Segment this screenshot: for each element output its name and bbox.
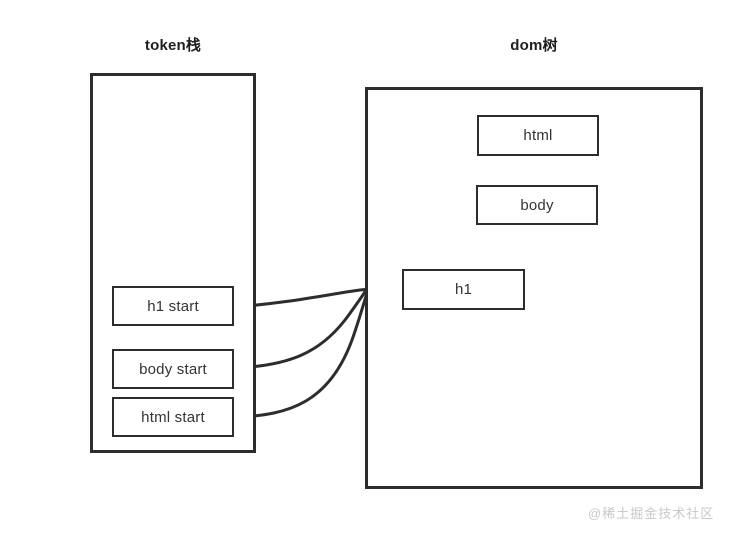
dom-node-h1[interactable]: h1 — [402, 269, 525, 310]
token-item-html-start[interactable]: html start — [112, 397, 234, 437]
token-stack-title: token栈 — [144, 37, 202, 54]
token-item-h1-start[interactable]: h1 start — [112, 286, 234, 326]
watermark: @稀土掘金技术社区 — [588, 506, 715, 521]
dom-node-html[interactable]: html — [477, 115, 599, 156]
token-stack-container — [90, 73, 256, 453]
dom-tree-title: dom树 — [510, 37, 558, 54]
token-item-body-start[interactable]: body start — [112, 349, 234, 389]
dom-node-body[interactable]: body — [476, 185, 598, 225]
